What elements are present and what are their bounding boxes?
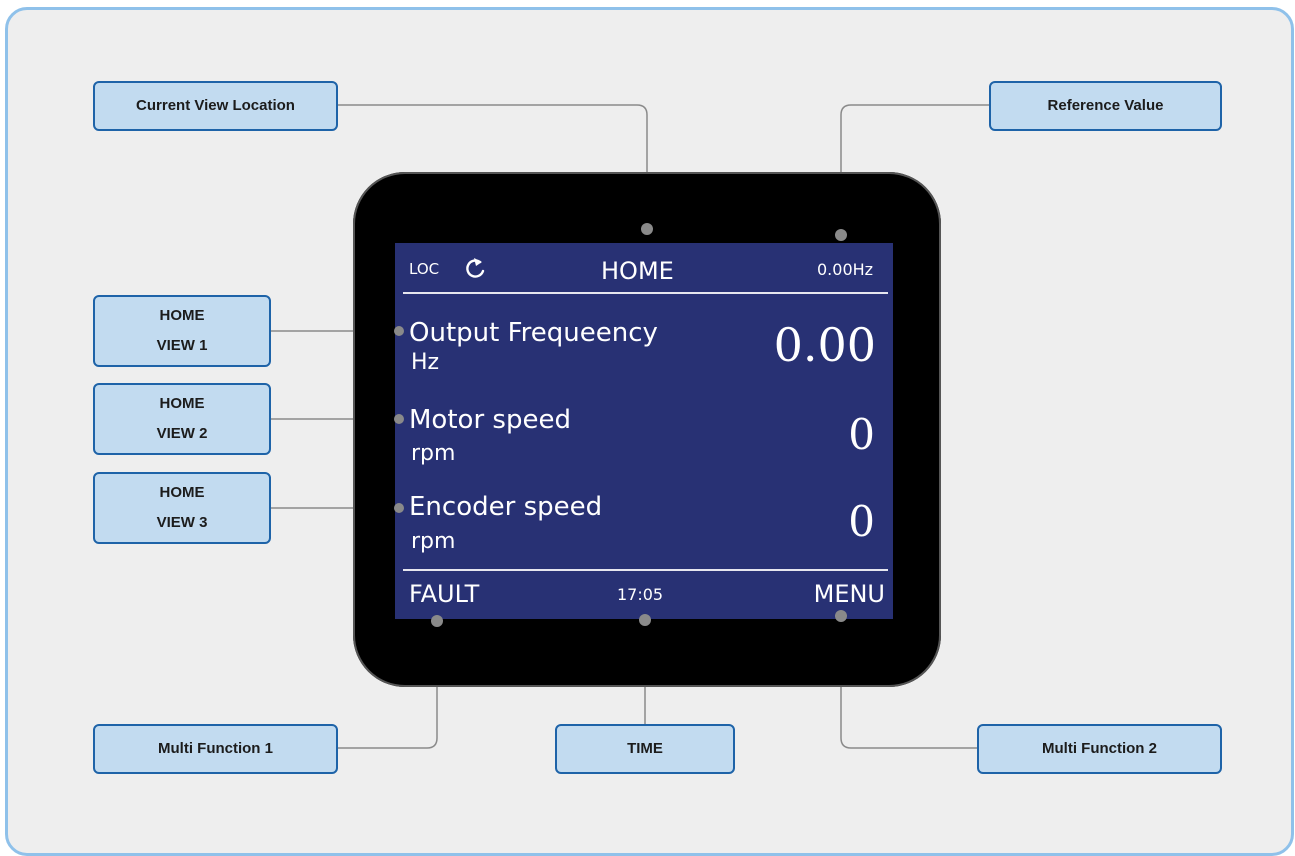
callout-home-view-3-line1: HOME (159, 484, 205, 501)
multi-function-2-softkey[interactable]: MENU (813, 580, 885, 608)
callout-time-label: TIME (627, 740, 663, 757)
callout-home-view-2-line1: HOME (159, 395, 205, 412)
callout-reference-value-label: Reference Value (1047, 97, 1164, 114)
leader-reference-value (840, 104, 990, 234)
home-view-1-value: 0.00 (773, 318, 876, 372)
callout-home-view-1: HOME VIEW 1 (93, 295, 271, 367)
callout-home-view-2-line2: VIEW 2 (156, 425, 208, 442)
callout-reference-value: Reference Value (989, 81, 1222, 131)
home-view-3-unit: rpm (411, 529, 456, 554)
lcd-screen (395, 243, 893, 619)
home-view-3-label: Encoder speed (409, 492, 603, 522)
callout-multi-function-1-label: Multi Function 1 (158, 740, 273, 757)
header-divider (403, 292, 888, 294)
local-mode-indicator: LOC (409, 260, 440, 278)
callout-current-view-location-label: Current View Location (136, 97, 295, 114)
callout-multi-function-1: Multi Function 1 (93, 724, 338, 774)
callout-home-view-3-line2: VIEW 3 (156, 514, 208, 531)
multi-function-1-softkey[interactable]: FAULT (409, 580, 480, 608)
home-view-1-label: Output Frequeency (409, 318, 658, 348)
leader-multi-function-1 (337, 620, 438, 749)
callout-time: TIME (555, 724, 735, 774)
reference-value-readout: 0.00Hz (817, 260, 874, 279)
callout-home-view-1-line2: VIEW 1 (156, 337, 208, 354)
footer-divider (403, 569, 888, 571)
clock-readout: 17:05 (617, 585, 664, 604)
rotate-clockwise-icon (461, 255, 491, 283)
home-view-3-value: 0 (848, 497, 875, 546)
home-view-1-unit: Hz (411, 350, 440, 375)
callout-home-view-1-line1: HOME (159, 307, 205, 324)
callout-multi-function-2: Multi Function 2 (977, 724, 1222, 774)
callout-multi-function-2-label: Multi Function 2 (1042, 740, 1157, 757)
callout-home-view-3: HOME VIEW 3 (93, 472, 271, 544)
home-view-2-value: 0 (848, 410, 875, 459)
leader-current-view-location (338, 104, 648, 228)
home-view-2-unit: rpm (411, 441, 456, 466)
leader-multi-function-2 (840, 616, 978, 749)
callout-current-view-location: Current View Location (93, 81, 338, 131)
current-view-title: HOME (601, 257, 674, 285)
callout-home-view-2: HOME VIEW 2 (93, 383, 271, 455)
home-view-2-label: Motor speed (409, 405, 571, 435)
